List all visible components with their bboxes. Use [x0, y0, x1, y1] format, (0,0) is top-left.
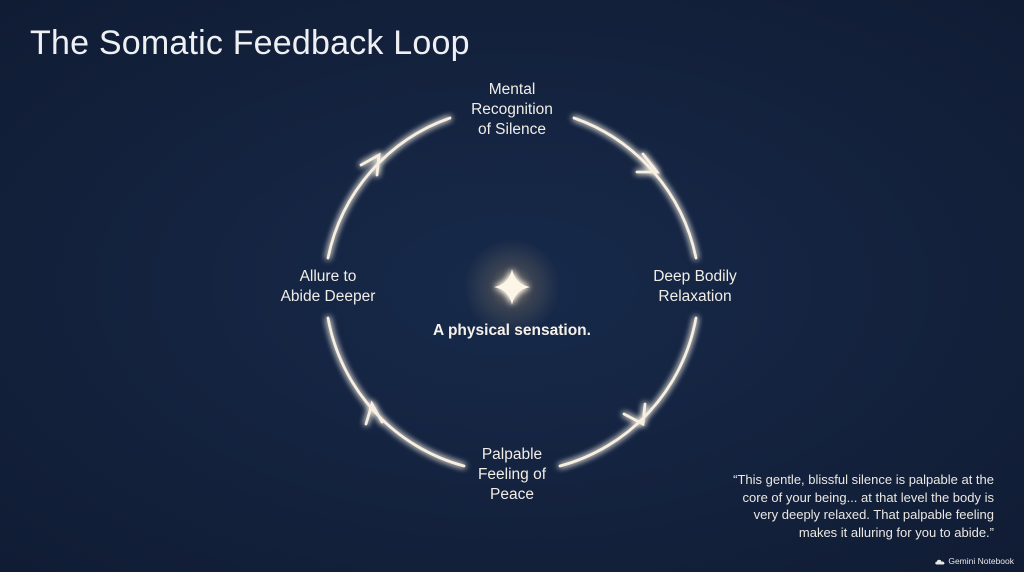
node-right-line-2: Relaxation — [658, 288, 732, 305]
node-bottom-line-3: Peace — [490, 486, 534, 503]
node-top-line-1: Mental — [488, 81, 536, 98]
sparkle-icon — [494, 269, 530, 305]
arc-bottom-to-left — [326, 316, 466, 468]
quote-line-1: “This gentle, blissful silence is palpab… — [733, 472, 994, 487]
quote-line-3: very deeply relaxed. That palpable feeli… — [753, 507, 994, 522]
node-deep-bodily-relaxation: Deep Bodily Relaxation — [615, 267, 775, 307]
arc-right-to-bottom — [558, 316, 698, 468]
arrowhead-bottom-left — [364, 400, 384, 426]
node-allure-to-abide: Allure to Abide Deeper — [248, 267, 408, 307]
branding-label: Gemini Notebook — [948, 556, 1014, 566]
arrowhead-bottom-right — [622, 402, 647, 427]
quote: “This gentle, blissful silence is palpab… — [664, 471, 994, 541]
node-right-line-1: Deep Bodily — [653, 268, 737, 285]
arrowhead-top-left — [359, 152, 381, 177]
page-title: The Somatic Feedback Loop — [30, 24, 470, 62]
arrowhead-top-right — [635, 152, 660, 174]
quote-line-2: core of your being... at that level the … — [742, 489, 994, 505]
node-palpable-feeling: Palpable Feeling of Peace — [432, 445, 592, 505]
branding: Gemini Notebook — [935, 556, 1014, 566]
arc-top-to-right — [572, 116, 698, 260]
node-bottom-line-1: Palpable — [481, 446, 543, 463]
quote-line-4: makes it alluring for you to abide.” — [798, 524, 994, 540]
node-left-line-1: Allure to — [299, 268, 357, 285]
cloud-icon — [935, 559, 945, 564]
center-caption: A physical sensation. — [433, 322, 591, 339]
node-left-line-2: Abide Deeper — [280, 288, 376, 305]
node-top-line-2: Recognition — [471, 101, 553, 118]
arc-left-to-top — [326, 116, 452, 260]
node-bottom-line-2: Feeling of — [477, 466, 547, 483]
node-mental-recognition: Mental Recognition of Silence — [432, 80, 592, 140]
node-top-line-3: of Silence — [477, 121, 547, 138]
